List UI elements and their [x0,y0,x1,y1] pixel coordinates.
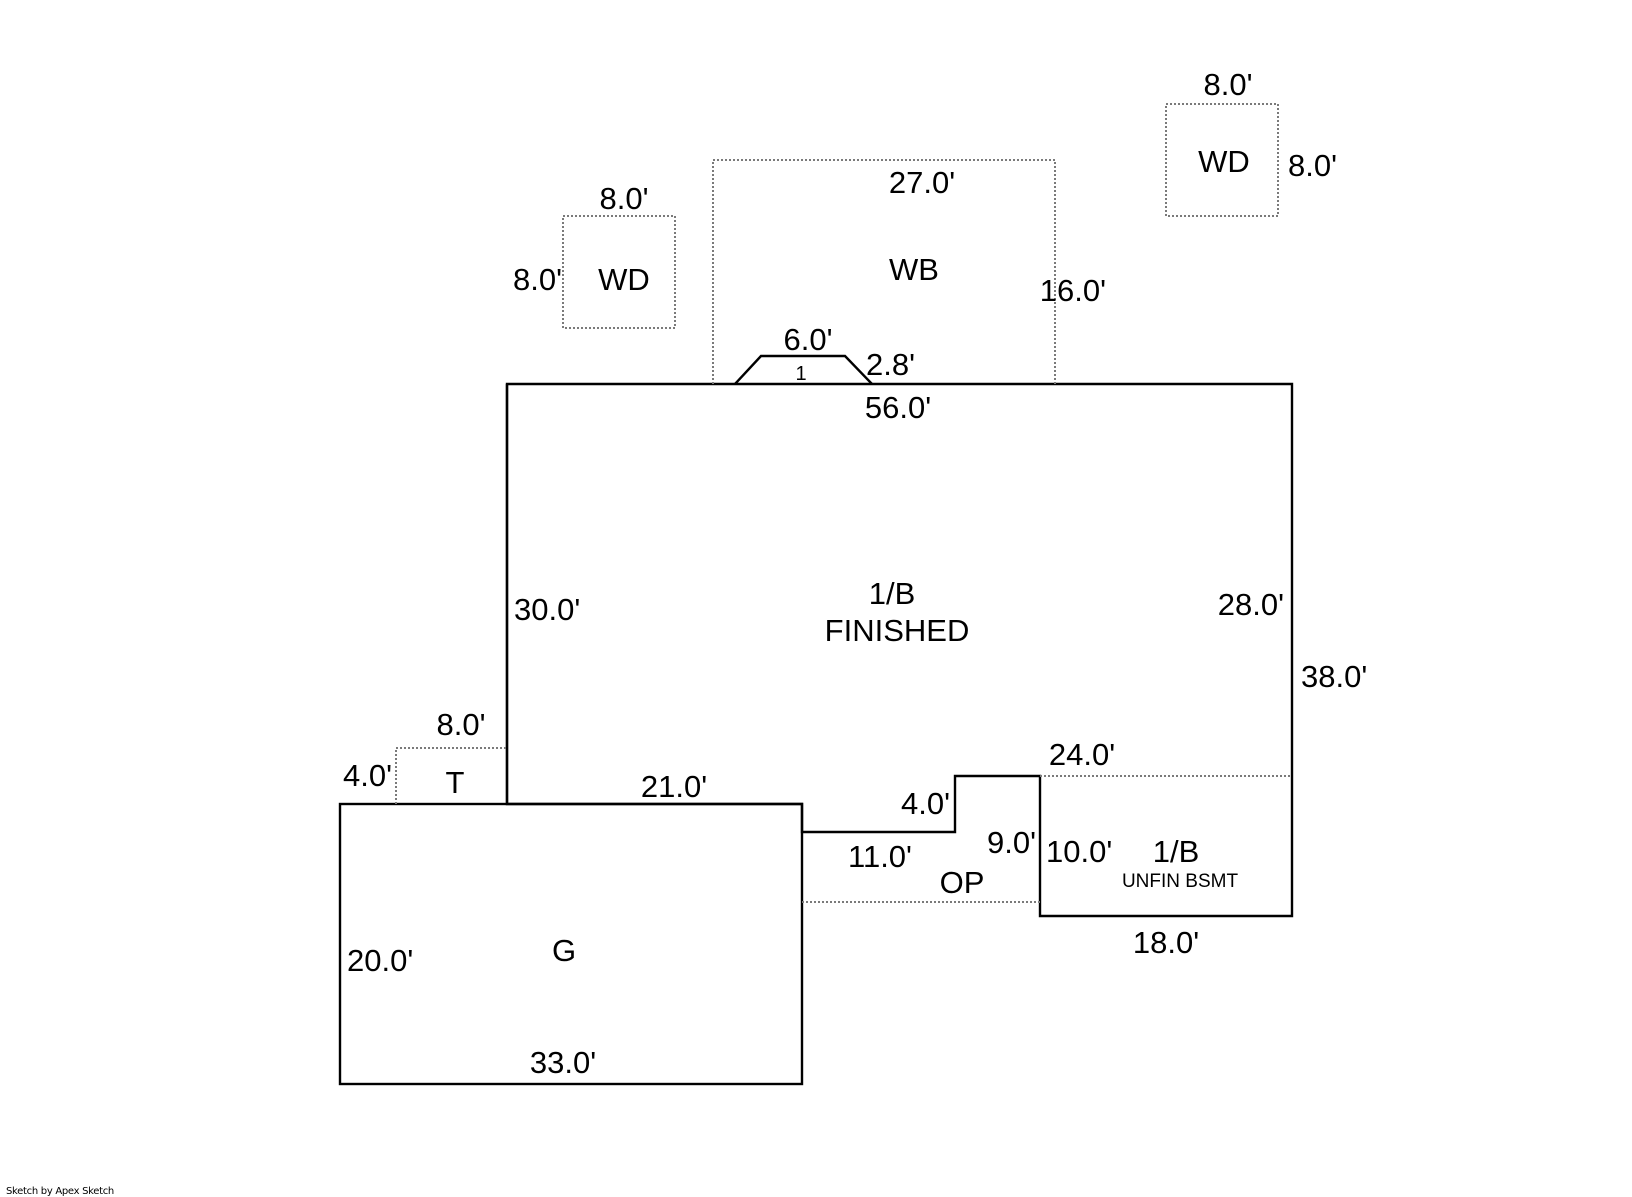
wb-label: WB [889,252,939,287]
dim-step-horizontal: 11.0' [848,839,912,874]
dim-unfin-bottom: 18.0' [1133,925,1199,960]
dim-wd-left-top: 8.0' [599,181,648,216]
dim-unfin-left: 10.0' [1046,834,1112,869]
dim-bay-side: 2.8' [866,347,915,382]
unfin-area-label-1: 1/B [1153,834,1200,869]
dim-main-right-total: 38.0' [1301,659,1367,694]
dim-unfin-top: 24.0' [1049,737,1115,772]
footer-credit: Sketch by Apex Sketch [6,1186,114,1197]
terrace-outline [395,747,507,804]
dim-main-top: 56.0' [865,390,931,425]
wood-deck-right-outline [1165,103,1279,217]
wd-right-label: WD [1198,144,1250,179]
dim-terrace-top: 8.0' [436,707,485,742]
dim-wb-top: 27.0' [889,165,955,200]
bay-label: 1 [795,363,806,385]
unfin-area-label-2: UNFIN BSMT [1122,871,1239,892]
dim-terrace-left: 4.0' [343,758,392,793]
dim-wd-right-top: 8.0' [1203,67,1252,102]
wood-deck-left-outline [562,215,676,329]
garage-label: G [552,933,576,968]
dim-wd-left-side: 8.0' [513,262,562,297]
dim-wb-right: 16.0' [1040,273,1106,308]
dim-garage-bottom: 33.0' [530,1045,596,1080]
wb-outline [712,159,1056,384]
terrace-label: T [446,765,465,800]
garage-outline [338,802,804,1086]
op-label: OP [940,865,985,900]
wd-left-label: WD [598,262,650,297]
main-area-label-2: FINISHED [825,613,970,648]
dim-step-vertical: 4.0' [901,786,950,821]
dim-garage-left: 20.0' [347,943,413,978]
bay-outline [734,354,873,385]
dim-main-left: 30.0' [514,592,580,627]
dim-main-bottom-segment: 21.0' [641,769,707,804]
dim-op-right: 9.0' [987,825,1036,860]
dim-bay-top: 6.0' [783,322,832,357]
dim-main-right-upper: 28.0' [1218,587,1284,622]
main-area-label-1: 1/B [869,576,916,611]
dim-wd-right-side: 8.0' [1288,148,1337,183]
